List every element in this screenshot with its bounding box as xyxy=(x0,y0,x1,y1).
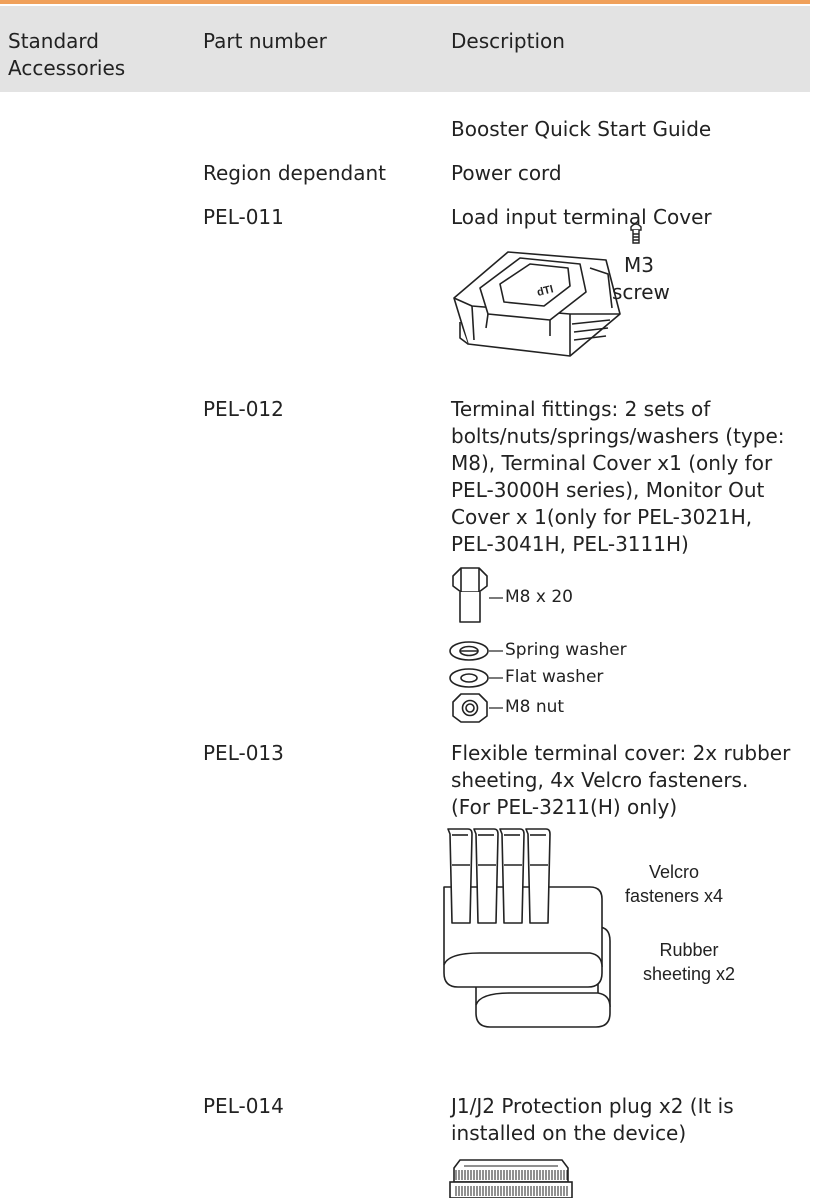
fittings-illustration xyxy=(449,567,503,723)
label-m8-nut: M8 nut xyxy=(505,697,565,717)
desc-line: bolts/nuts/springs/washers (type: xyxy=(451,424,785,448)
part-pel-011: PEL-011 xyxy=(203,205,284,229)
label-flat-washer: Flat washer xyxy=(505,667,604,687)
desc-line: PEL-3041H, PEL-3111H) xyxy=(451,532,689,556)
desc-terminal-fittings: Terminal fittings: 2 sets of bolts/nuts/… xyxy=(451,396,785,558)
screw-label-m3: M3 xyxy=(624,253,654,277)
terminal-cover-illustration: dTI xyxy=(453,251,621,357)
header-category: Standard Accessories xyxy=(8,28,125,82)
part-pel-014: PEL-014 xyxy=(203,1094,284,1118)
label-rubber: Rubber xyxy=(659,940,719,960)
desc-protection-plug: J1/J2 Protection plug x2 (It is installe… xyxy=(451,1093,734,1147)
header-part-number: Part number xyxy=(203,29,327,53)
desc-flexible-cover: Flexible terminal cover: 2x rubber sheet… xyxy=(451,740,790,821)
label-velcro: Velcro xyxy=(648,862,700,882)
flexible-cover-illustration xyxy=(443,828,611,1028)
desc-line: sheeting, 4x Velcro fasteners. xyxy=(451,768,749,792)
part-region-dependant: Region dependant xyxy=(203,161,386,185)
desc-line: installed on the device) xyxy=(451,1121,687,1145)
desc-line: (For PEL-3211(H) only) xyxy=(451,795,678,819)
label-sheeting-x2: sheeting x2 xyxy=(642,964,736,984)
desc-quick-start-guide: Booster Quick Start Guide xyxy=(451,117,712,141)
m3-screw-icon xyxy=(630,223,642,244)
label-spring-washer: Spring washer xyxy=(505,640,627,660)
desc-power-cord: Power cord xyxy=(451,161,562,185)
desc-line: Cover x 1(only for PEL-3021H, xyxy=(451,505,753,529)
table-header: Standard Accessories Part number Descrip… xyxy=(0,6,810,92)
desc-load-input-cover: Load input terminal Cover xyxy=(451,205,712,229)
header-category-line1: Standard xyxy=(8,29,99,53)
label-m8x20: M8 x 20 xyxy=(505,587,573,607)
top-accent-line xyxy=(0,0,810,4)
part-pel-013: PEL-013 xyxy=(203,741,284,765)
desc-line: M8), Terminal Cover x1 (only for xyxy=(451,451,773,475)
desc-line: PEL-3000H series), Monitor Out xyxy=(451,478,765,502)
desc-line: J1/J2 Protection plug x2 (It is xyxy=(451,1094,734,1118)
header-description: Description xyxy=(451,29,565,53)
desc-line: Terminal fittings: 2 sets of xyxy=(451,397,711,421)
label-fasteners-x4: fasteners x4 xyxy=(624,886,724,906)
header-category-line2: Accessories xyxy=(8,56,126,80)
cover-mark-text: dTI xyxy=(536,283,555,299)
desc-line: Flexible terminal cover: 2x rubber xyxy=(451,741,791,765)
screw-label-screw: screw xyxy=(612,280,670,304)
protection-plug-illustration xyxy=(449,1159,573,1198)
part-pel-012: PEL-012 xyxy=(203,397,284,421)
